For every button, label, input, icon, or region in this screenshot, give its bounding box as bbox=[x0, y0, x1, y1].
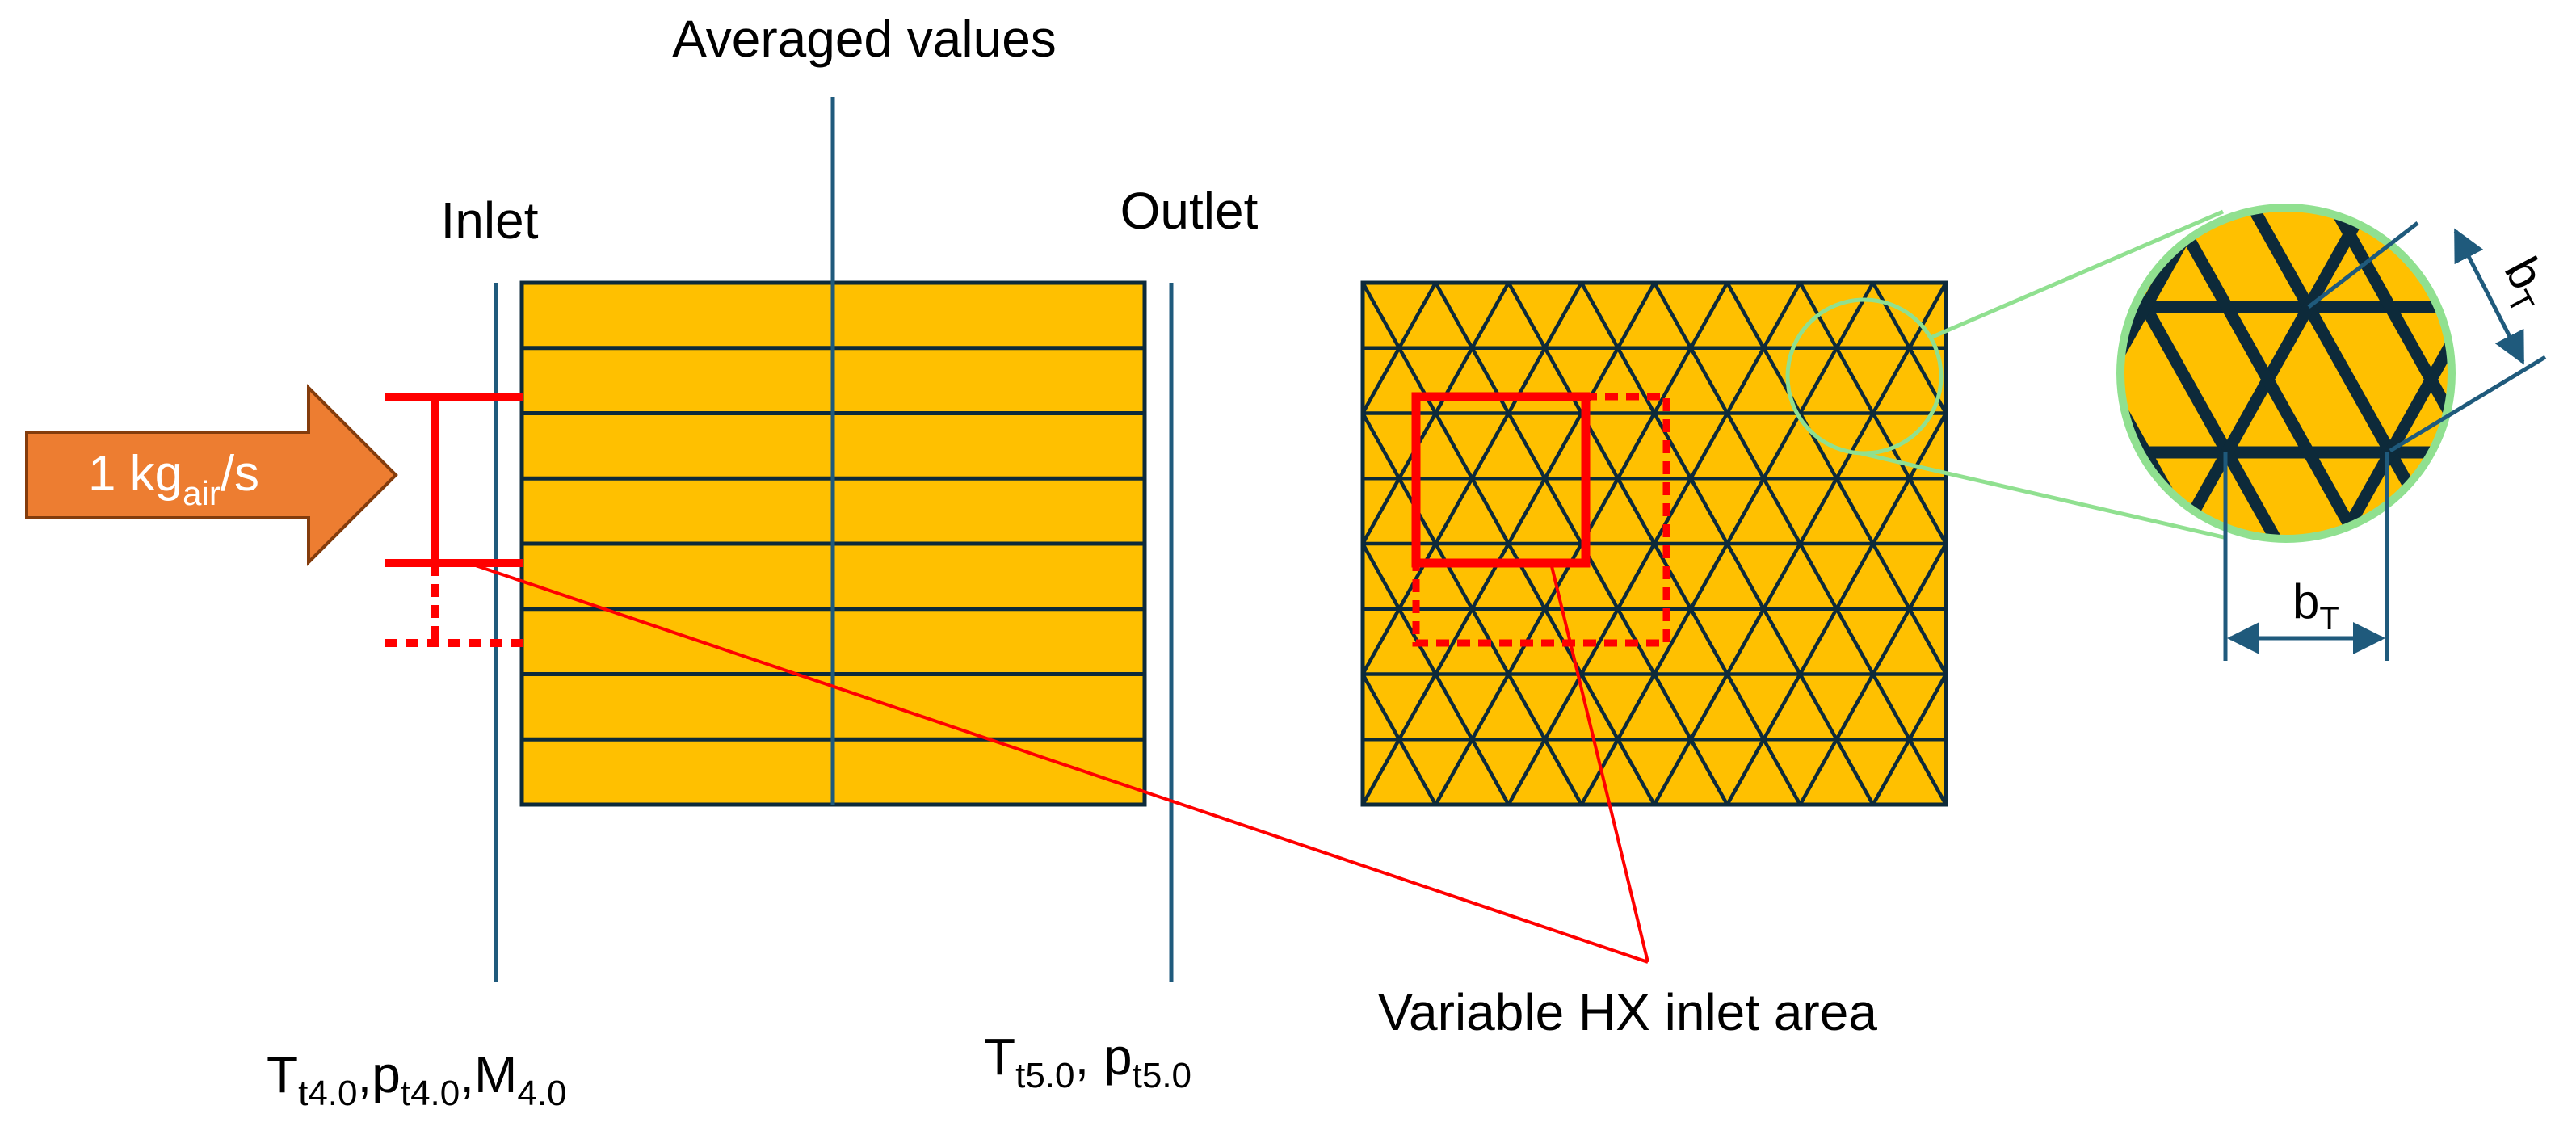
outlet-variables-label: Tt5.0, pt5.0 bbox=[984, 1028, 1191, 1095]
lattice-diagonal-line bbox=[2456, 283, 2576, 805]
outlet-label: Outlet bbox=[1120, 182, 1259, 240]
zoom-diagonal-line bbox=[2472, 162, 2576, 727]
averaged-values-label: Averaged values bbox=[672, 10, 1057, 68]
mass-flow-arrow: 1 kgair/s bbox=[27, 388, 396, 562]
dim-diagonal-label: bT bbox=[2487, 249, 2564, 319]
lattice-diagonal-line bbox=[196, 283, 488, 805]
dim-horizontal-label: bT bbox=[2292, 574, 2339, 637]
lattice-diagonal-line bbox=[2456, 283, 2576, 805]
inlet-area-marker bbox=[385, 397, 523, 643]
inlet-label: Inlet bbox=[441, 191, 539, 250]
zoom-diagonal-line bbox=[2553, 162, 2576, 582]
hx-inlet-area-label: Variable HX inlet area bbox=[1378, 983, 1877, 1041]
inlet-variables-label: Tt4.0,pt4.0,M4.0 bbox=[267, 1045, 567, 1113]
